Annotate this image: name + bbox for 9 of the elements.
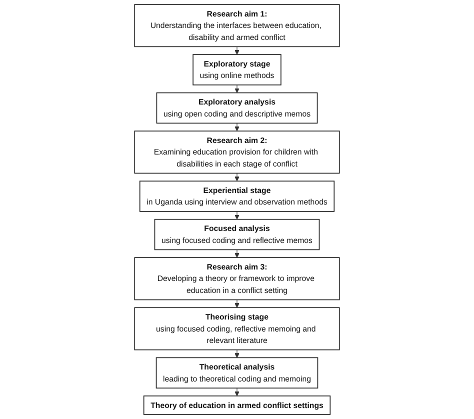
- arrow: [234, 388, 240, 396]
- arrow: [234, 172, 240, 182]
- arrow: [234, 211, 240, 220]
- arrow: [234, 46, 240, 55]
- arrow: [234, 249, 240, 258]
- arrow: [234, 350, 240, 358]
- arrow: [234, 84, 240, 94]
- arrow: [234, 300, 240, 308]
- arrow: [234, 122, 240, 132]
